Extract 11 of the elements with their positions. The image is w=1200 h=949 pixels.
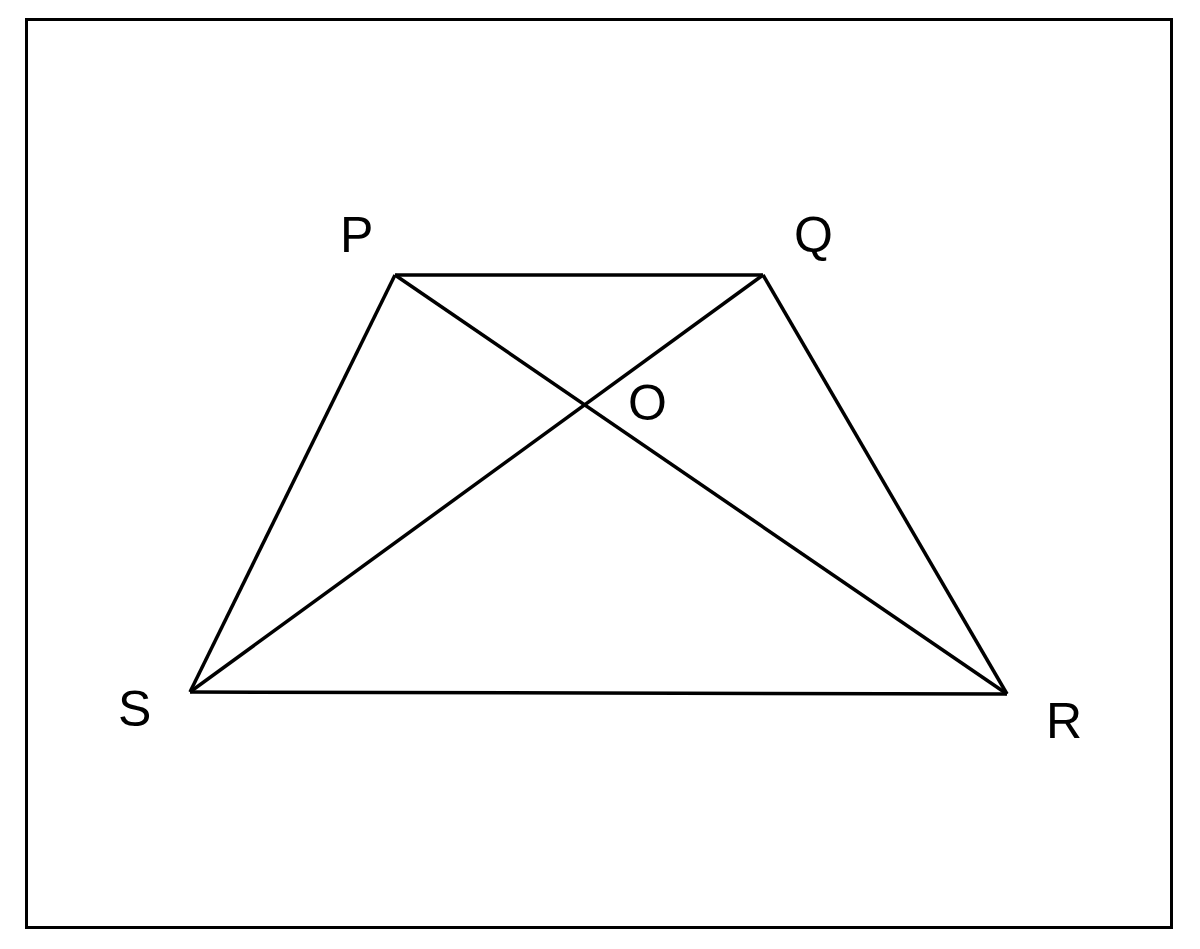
vertex-label: Q — [794, 210, 833, 260]
line-segment — [761, 274, 1009, 695]
line-segment — [188, 273, 765, 694]
vertex-label: R — [1045, 696, 1082, 746]
vertex-label: S — [118, 684, 152, 734]
intersection-label: O — [628, 378, 667, 428]
vertex-label: P — [340, 210, 374, 260]
line-segment — [188, 274, 397, 693]
line-segment — [395, 273, 763, 277]
line-segment — [394, 273, 1008, 696]
line-segment — [190, 690, 1007, 696]
